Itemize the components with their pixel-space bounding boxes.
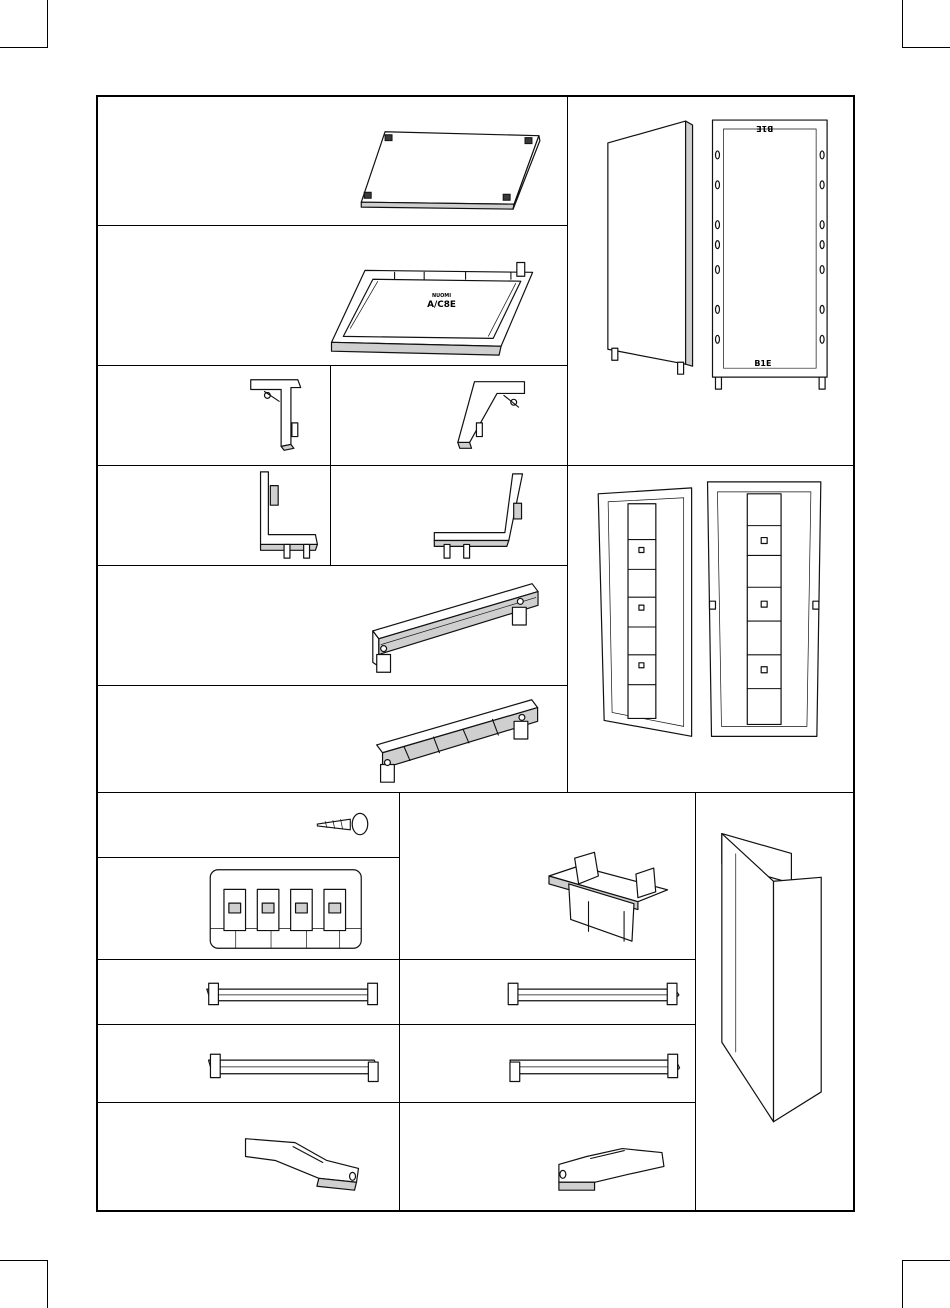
part-frame-tray: NUOMI A/C8E	[96, 225, 568, 366]
bracket-drawing	[400, 793, 695, 959]
crop-mark-top-left-v	[47, 0, 48, 48]
corner-right-upper-drawing	[331, 366, 567, 465]
crop-mark-top-left-h	[0, 47, 48, 48]
clip-strip-drawing	[96, 858, 399, 959]
part-strip-1	[96, 959, 400, 1025]
part-handle-right	[399, 1102, 696, 1212]
part-corner-left-lower	[96, 465, 331, 566]
back-panel-label-top: B1E	[756, 124, 773, 133]
handle-left-drawing	[96, 1103, 399, 1212]
frame-label-big: A/C8E	[427, 300, 456, 310]
part-folded-panel	[695, 792, 855, 1212]
part-door-frames	[567, 465, 855, 793]
part-strip-4	[399, 1024, 696, 1103]
crop-mark-bottom-left-h	[0, 1260, 48, 1261]
part-rail-front	[96, 565, 568, 686]
strip-4-drawing	[400, 1025, 695, 1102]
door-frames-drawing	[568, 466, 855, 792]
part-strip-3	[96, 1024, 400, 1103]
back-panel-drawing: B1E B1E	[568, 95, 855, 465]
part-screw	[96, 792, 400, 858]
part-rail-rear	[96, 685, 568, 793]
handle-right-drawing	[400, 1103, 695, 1212]
strip-3-drawing	[96, 1025, 399, 1102]
part-back-panel: B1E B1E	[567, 95, 855, 466]
base-panel-drawing	[96, 95, 567, 225]
folded-panel-drawing	[696, 793, 855, 1212]
rail-front-drawing	[96, 566, 567, 685]
corner-right-lower-drawing	[331, 466, 567, 565]
part-bracket	[399, 792, 696, 960]
strip-2-drawing	[400, 960, 695, 1024]
part-corner-left-upper	[96, 365, 331, 466]
part-corner-right-lower	[330, 465, 568, 566]
part-base-panel	[96, 95, 568, 226]
back-panel-label: B1E	[754, 359, 771, 368]
frame-label-small: NUOMI	[432, 293, 451, 299]
frame-tray-drawing: NUOMI A/C8E	[96, 226, 567, 365]
crop-mark-bottom-right-v	[902, 1260, 903, 1308]
crop-mark-top-right-v	[902, 0, 903, 48]
part-corner-right-upper	[330, 365, 568, 466]
crop-mark-bottom-right-h	[902, 1260, 950, 1261]
crop-mark-bottom-left-v	[47, 1260, 48, 1308]
crop-mark-top-right-h	[902, 47, 950, 48]
rail-rear-drawing	[96, 686, 567, 792]
strip-1-drawing	[96, 960, 399, 1024]
corner-left-upper-drawing	[96, 366, 330, 465]
part-handle-left	[96, 1102, 400, 1212]
part-strip-2	[399, 959, 696, 1025]
screw-drawing	[96, 793, 399, 857]
part-clip-strip	[96, 857, 400, 960]
parts-sheet: NUOMI A/C8E	[96, 95, 855, 1212]
corner-left-lower-drawing	[96, 466, 330, 565]
